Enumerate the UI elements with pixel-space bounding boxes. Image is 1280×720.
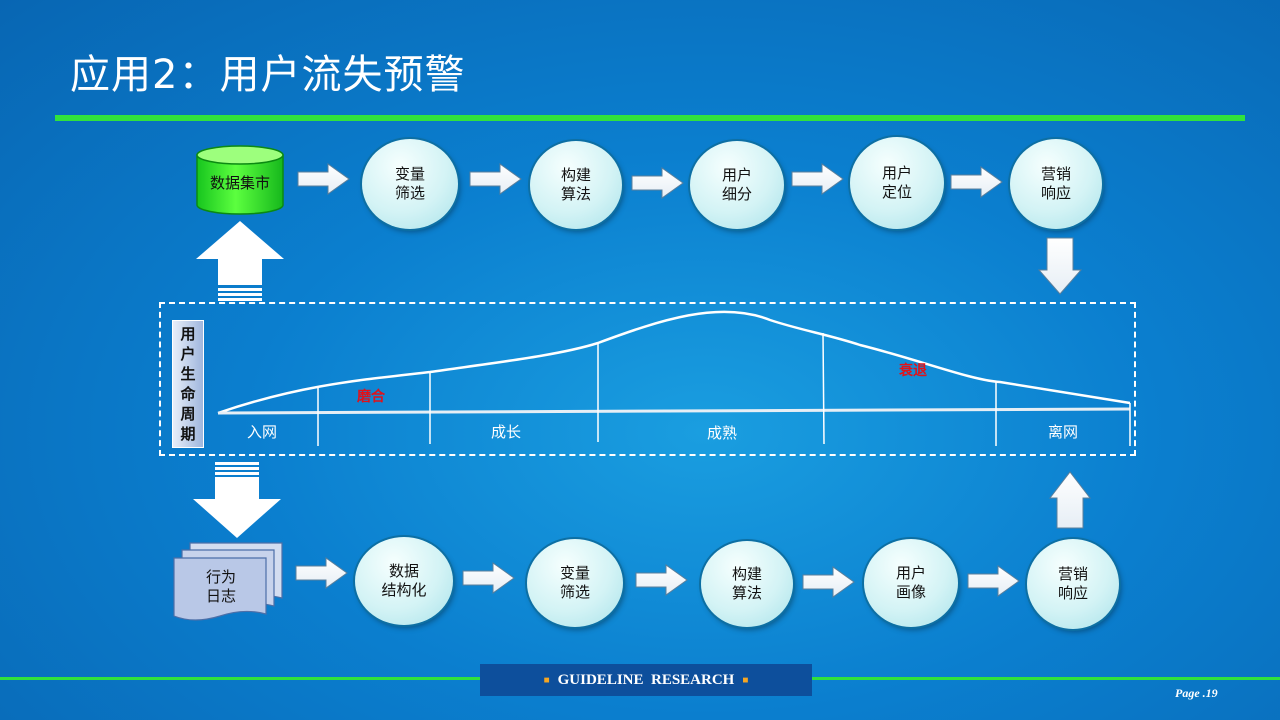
left-up-arrow xyxy=(196,221,284,301)
top-node-variable-filter: 变量 筛选 xyxy=(362,139,458,229)
top-arrow-1 xyxy=(297,163,350,195)
phase-decline: 衰退 xyxy=(899,363,927,379)
top-node-user-positioning: 用户 定位 xyxy=(850,137,944,229)
bottom-arrow-3 xyxy=(635,564,688,596)
stage-leave: 离网 xyxy=(1048,423,1079,441)
lifecycle-label-char: 生 xyxy=(180,365,196,383)
bottom-node-build-algorithm: 构建 算法 xyxy=(701,541,793,627)
phase-adaptation: 磨合 xyxy=(357,389,385,405)
top-arrow-5 xyxy=(950,166,1003,198)
top-node-user-segmentation: 用户 细分 xyxy=(690,141,784,229)
top-arrow-4 xyxy=(791,163,844,195)
footer-bullet-icon: ■ xyxy=(742,674,749,686)
page-title: 应用2：用户流失预警 xyxy=(70,52,466,98)
title-divider xyxy=(55,115,1245,121)
lifecycle-label-char: 用 xyxy=(180,325,196,343)
left-down-arrow xyxy=(193,462,281,538)
bottom-node-data-structuring: 数据 结构化 xyxy=(355,537,453,625)
top-arrow-3 xyxy=(631,167,684,199)
right-up-arrow xyxy=(1048,471,1092,529)
footer-banner: ■ GUIDELINE RESEARCH ■ xyxy=(480,664,812,696)
footer-bullet-icon: ■ xyxy=(543,674,550,686)
stage-growth: 成长 xyxy=(491,423,522,441)
stage-maturity: 成熟 xyxy=(707,424,738,442)
top-node-marketing-response: 营销 响应 xyxy=(1010,139,1102,229)
stage-join: 入网 xyxy=(247,423,278,441)
lifecycle-vertical-label: 用 户 生 命 周 期 xyxy=(172,320,204,448)
database-icon xyxy=(196,145,284,215)
bottom-node-user-profile: 用户 画像 xyxy=(864,539,958,627)
data-mart-label: 数据集市 xyxy=(209,174,270,192)
bottom-arrow-1 xyxy=(295,557,348,589)
lifecycle-panel xyxy=(159,302,1136,456)
bottom-arrow-4 xyxy=(802,566,855,598)
lifecycle-baseline xyxy=(217,407,1131,415)
bottom-arrow-5 xyxy=(967,565,1020,597)
top-arrow-2 xyxy=(469,163,522,195)
bottom-node-marketing-response: 营销 响应 xyxy=(1027,539,1119,629)
lifecycle-curve xyxy=(217,310,1131,415)
log-documents-icon xyxy=(173,542,283,621)
lifecycle-curve-group xyxy=(217,310,1131,446)
bottom-node-variable-filter: 变量 筛选 xyxy=(527,539,623,627)
lifecycle-label-char: 期 xyxy=(180,425,196,443)
lifecycle-label-char: 户 xyxy=(180,345,196,363)
divider-4 xyxy=(822,332,825,445)
lifecycle-label-char: 命 xyxy=(180,385,196,403)
footer-text: GUIDELINE RESEARCH xyxy=(557,671,735,688)
right-down-arrow xyxy=(1037,237,1083,295)
bottom-arrow-2 xyxy=(462,562,515,594)
page-number: Page .19 xyxy=(1175,686,1218,700)
top-node-build-algorithm: 构建 算法 xyxy=(530,141,622,229)
lifecycle-label-char: 周 xyxy=(180,405,196,423)
behavior-log-label: 行为 日志 xyxy=(205,568,236,605)
